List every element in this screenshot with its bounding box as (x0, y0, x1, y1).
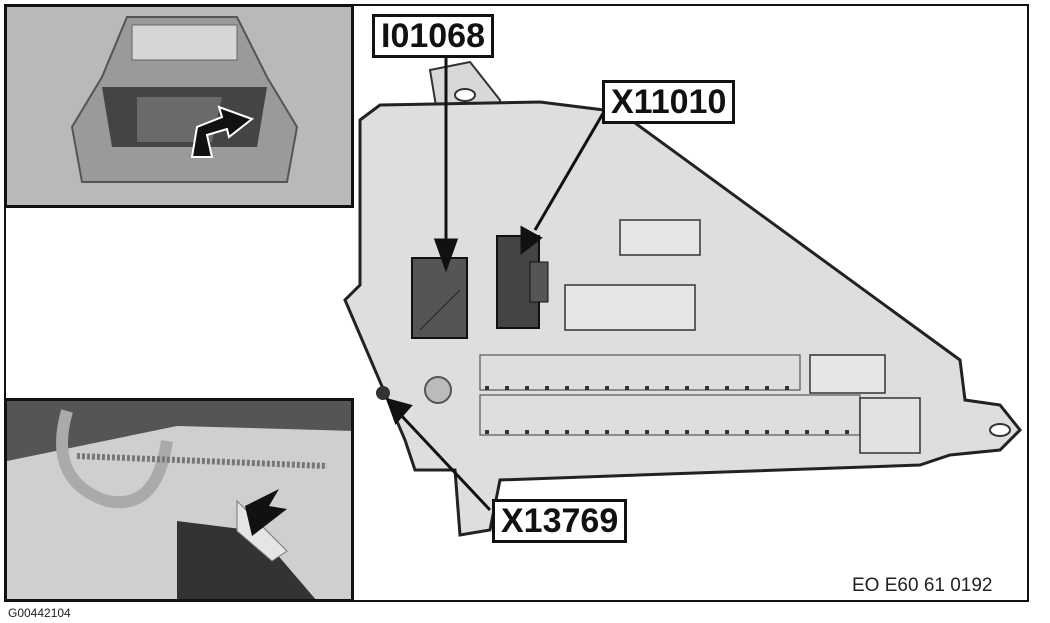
callout-X13769: X13769 (492, 499, 628, 543)
box-location-inset (4, 398, 354, 602)
callout-X11010: X11010 (602, 80, 736, 124)
callout-I01068: I01068 (372, 14, 494, 58)
rotate-arrow-icon (190, 105, 255, 158)
drawing-code: EO E60 61 0192 (852, 575, 993, 596)
figure-id: G00442104 (8, 606, 71, 620)
car-trunk-illustration (70, 16, 299, 183)
trunk-side-illustration (7, 401, 351, 599)
trunk-view-inset (4, 4, 354, 208)
location-arrow-icon (245, 489, 287, 536)
